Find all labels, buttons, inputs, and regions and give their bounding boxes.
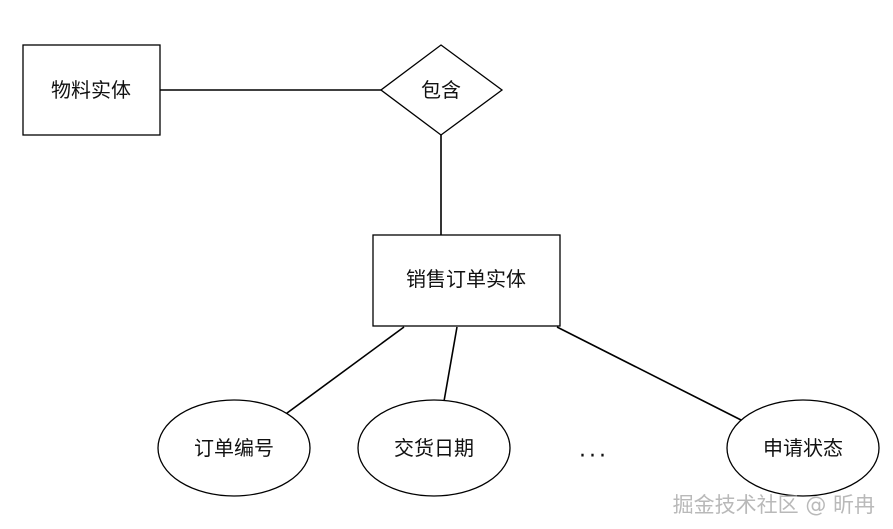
watermark: 掘金技术社区 @ 昕冉 (673, 493, 875, 517)
material-entity-box (22, 44, 161, 136)
contains-relationship: 包含 (379, 44, 504, 136)
sales-order-entity-box (372, 234, 561, 327)
attribute-ellipsis: ... (579, 438, 609, 463)
material-entity-label: 物料实体 (51, 78, 131, 102)
attribute-application-status-label: 申请状态 (763, 436, 843, 460)
attribute-delivery-date-ellipse (357, 399, 511, 497)
attribute-order-number-ellipse (157, 399, 311, 497)
attribute-order-number-label: 订单编号 (194, 436, 274, 460)
contains-relationship-diamond (379, 44, 504, 136)
attribute-order-number: 订单编号 (157, 399, 311, 497)
attribute-delivery-date: 交货日期 (357, 399, 511, 497)
edge-sales-order-application-status (556, 326, 746, 423)
contains-relationship-label: 包含 (421, 78, 461, 102)
material-entity: 物料实体 (22, 44, 161, 136)
sales-order-entity: 销售订单实体 (372, 234, 561, 327)
attribute-application-status-ellipse (726, 399, 880, 497)
edge-sales-order-order-number (282, 326, 405, 417)
attribute-delivery-date-label: 交货日期 (394, 436, 474, 460)
attribute-application-status: 申请状态 (726, 399, 880, 497)
sales-order-entity-label: 销售订单实体 (406, 267, 526, 291)
edge-sales-order-delivery-date (442, 326, 458, 408)
